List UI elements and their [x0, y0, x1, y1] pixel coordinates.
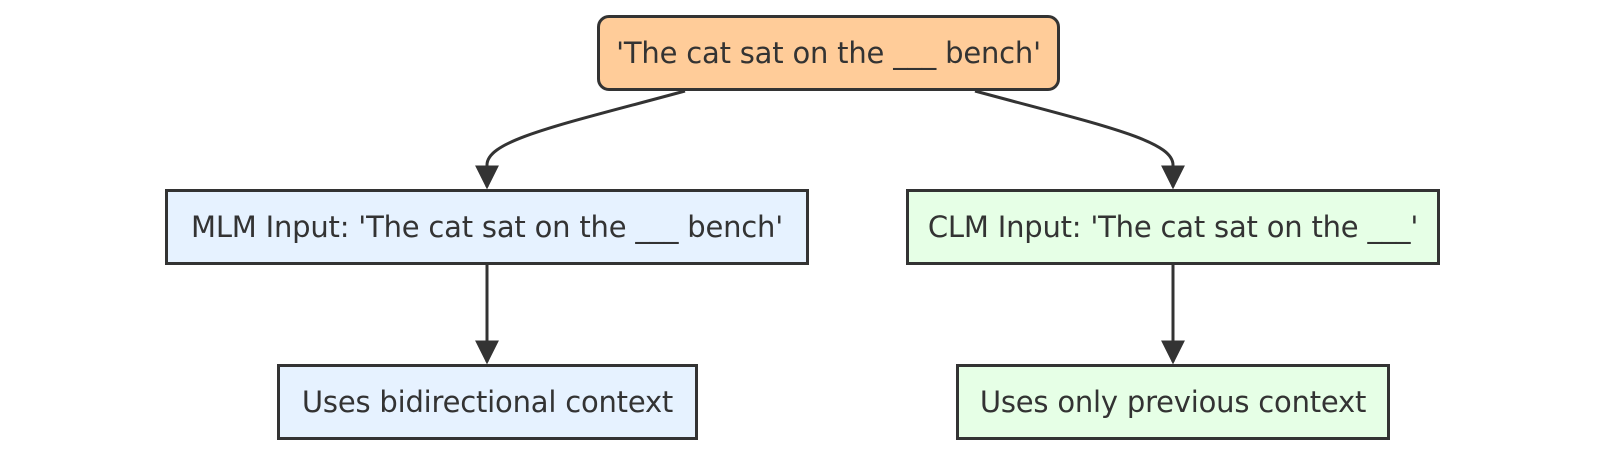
mlm-context-label: Uses bidirectional context — [301, 385, 674, 419]
clm-context-node: Uses only previous context — [956, 364, 1390, 440]
clm-input-node: CLM Input: 'The cat sat on the ___' — [906, 189, 1440, 265]
edge-root-to-mlm-input — [475, 89, 686, 190]
clm-context-label: Uses only previous context — [979, 385, 1367, 419]
mlm-context-node: Uses bidirectional context — [277, 364, 698, 440]
root-sentence-node: 'The cat sat on the ___ bench' — [597, 15, 1060, 91]
edge-root-to-clm-input — [974, 89, 1185, 190]
root-sentence-label: 'The cat sat on the ___ bench' — [616, 36, 1041, 70]
clm-input-label: CLM Input: 'The cat sat on the ___' — [927, 210, 1419, 244]
mlm-input-label: MLM Input: 'The cat sat on the ___ bench… — [191, 210, 783, 244]
mlm-input-node: MLM Input: 'The cat sat on the ___ bench… — [165, 189, 809, 265]
